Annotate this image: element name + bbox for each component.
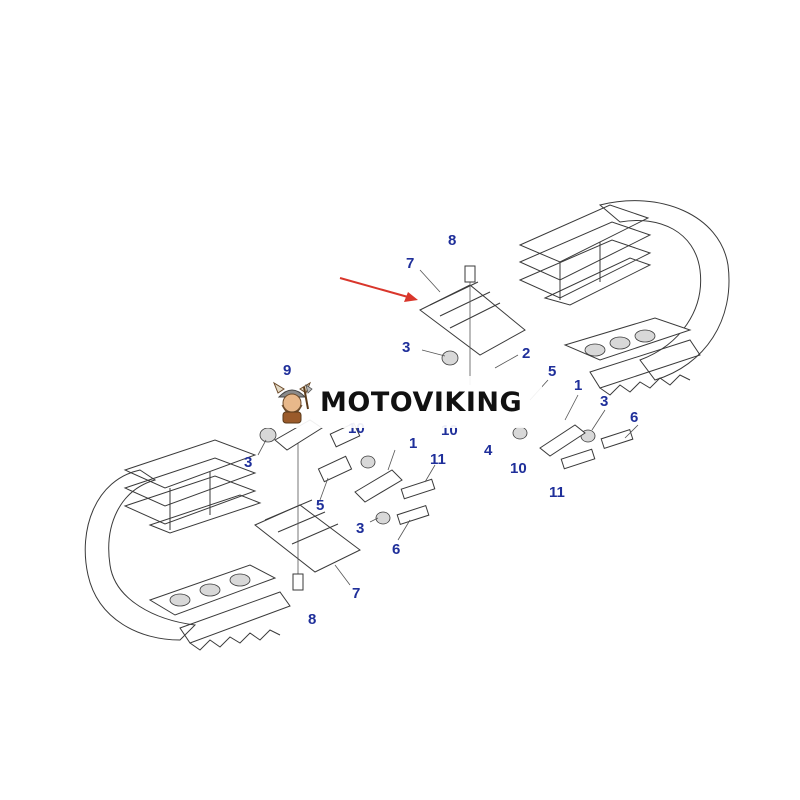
callout-7-bottom: 7	[352, 585, 360, 602]
track-assembly-lower-left	[84, 439, 291, 651]
bushing-part-5-left	[317, 455, 353, 483]
bushing-part-5-upper	[329, 422, 361, 448]
pin-part-11-right	[560, 448, 596, 470]
callout-11-center: 11	[430, 451, 446, 468]
callout-1-center: 1	[409, 435, 417, 452]
callout-5-left: 5	[316, 497, 324, 514]
callout-7-top: 7	[406, 255, 414, 272]
brand-watermark: MOTOVIKING	[262, 376, 542, 428]
callout-1-right: 1	[574, 377, 582, 394]
callout-3-mid: 3	[402, 339, 410, 356]
callout-8-top: 8	[448, 232, 456, 249]
callout-4: 4	[484, 442, 493, 459]
pin-part-11-center	[400, 478, 436, 500]
pin-part-6-right	[600, 428, 634, 450]
callout-11-right: 11	[549, 484, 565, 501]
callout-3-left: 3	[244, 454, 252, 471]
callout-3-right: 3	[600, 393, 608, 410]
track-assembly-upper-right	[518, 200, 730, 396]
nut-part-3-mid	[441, 350, 459, 366]
nut-part-10-center	[360, 455, 376, 469]
callout-6-right: 6	[630, 409, 638, 426]
callout-3-bottom: 3	[356, 520, 364, 537]
nut-part-10-right	[512, 426, 528, 440]
callout-8-bottom: 8	[308, 611, 316, 628]
link-part-1-center	[354, 469, 403, 503]
callout-2: 2	[522, 345, 530, 362]
callout-6-bottom: 6	[392, 541, 400, 558]
nut-part-3-bottom	[375, 511, 391, 525]
red-indicator-arrow-icon	[339, 277, 418, 302]
callout-10-right: 10	[510, 460, 527, 477]
track-shoe-lower	[254, 440, 361, 591]
leader-lines	[257, 269, 639, 586]
callout-9: 9	[283, 362, 291, 379]
viking-mascot-icon	[272, 381, 313, 424]
brand-name: MOTOVIKING	[320, 386, 523, 418]
link-part-1-right	[539, 424, 586, 457]
pin-part-6-bottom	[396, 504, 430, 526]
track-shoe-upper	[419, 265, 526, 385]
callout-5-right: 5	[548, 363, 556, 380]
nut-part-3-left	[259, 427, 277, 443]
